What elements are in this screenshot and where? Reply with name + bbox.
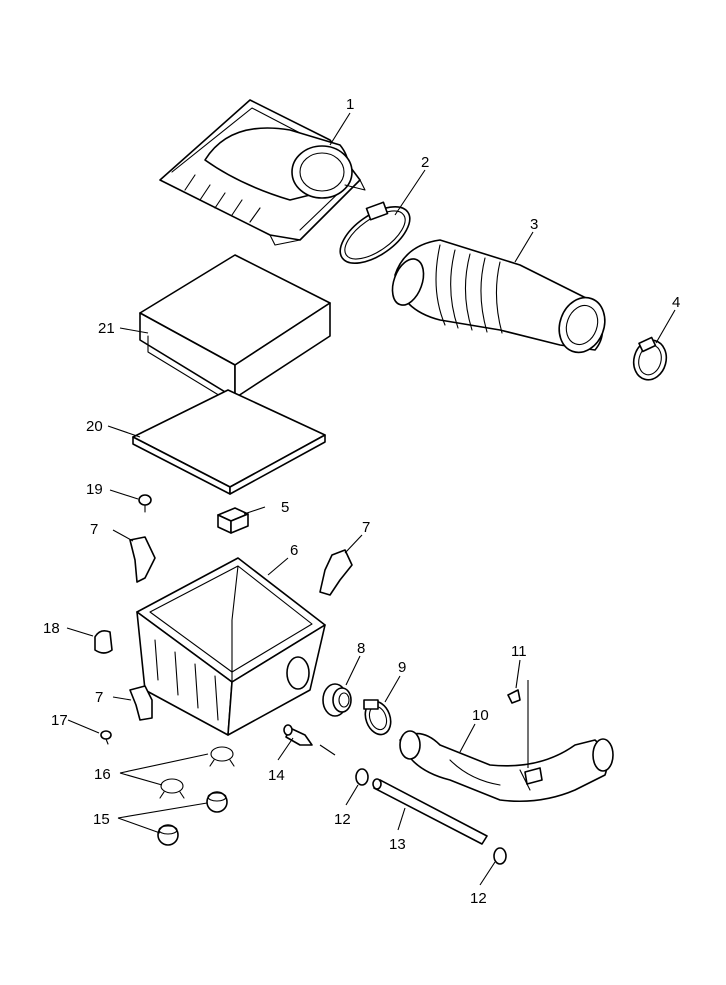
part-15-cap-upper (206, 791, 228, 813)
part-16-wire-clip-upper (209, 746, 235, 767)
callout-18: 18 (43, 620, 60, 637)
callout-5: 5 (281, 499, 289, 516)
callout-7-right-top: 7 (362, 519, 370, 536)
part-3-bellows-hose (391, 239, 606, 354)
leader-lines (66, 112, 676, 886)
part-16-wire-clip-lower (159, 778, 185, 799)
callout-7-left-top: 7 (90, 521, 98, 538)
callout-13: 13 (389, 836, 406, 853)
part-7-bracket-right-top (319, 549, 353, 596)
callout-16: 16 (94, 766, 111, 783)
part-2-hose-clamp (339, 201, 411, 264)
callout-17: 17 (51, 712, 68, 729)
part-5-foam-block (217, 507, 249, 534)
callout-20: 20 (86, 418, 103, 435)
callout-2: 2 (421, 154, 429, 171)
part-1-air-cleaner-cover (159, 99, 366, 246)
part-4-small-clamp (632, 336, 668, 381)
part-19-screw (138, 494, 152, 513)
callout-11: 11 (511, 643, 527, 660)
callout-6: 6 (290, 542, 298, 559)
part-7-bracket-bottom (129, 685, 153, 721)
part-8-grommet (322, 683, 352, 717)
part-10-intake-tube (399, 730, 614, 803)
part-15-cap-lower (157, 824, 179, 846)
part-9-clamp (363, 699, 392, 736)
part-11-screw (507, 689, 521, 704)
callout-15: 15 (93, 811, 110, 828)
part-14-fitting (283, 724, 313, 746)
callout-10: 10 (472, 707, 489, 724)
part-12-clamp-upper (355, 768, 369, 786)
callout-21: 21 (98, 320, 115, 337)
part-18-clip (94, 630, 113, 654)
callout-14: 14 (268, 767, 285, 784)
callout-12-upper: 12 (334, 811, 351, 828)
callout-4: 4 (672, 294, 680, 311)
callouts: 1 2 3 4 5 6 7 7 7 8 9 10 11 12 12 13 14 … (43, 96, 680, 907)
part-17-screw (100, 730, 112, 745)
callout-8: 8 (357, 640, 365, 657)
callout-1: 1 (346, 96, 354, 113)
part-7-bracket-left-top (129, 536, 156, 583)
callout-7-bottom: 7 (95, 689, 103, 706)
part-12-clamp-lower (493, 847, 507, 865)
callout-9: 9 (398, 659, 406, 676)
part-6-air-cleaner-housing (136, 557, 326, 736)
part-20-pre-filter-pad (132, 389, 326, 495)
callout-19: 19 (86, 481, 103, 498)
callout-12-lower: 12 (470, 890, 487, 907)
part-21-filter-element (139, 254, 331, 406)
part-13-drain-tube (372, 778, 488, 845)
callout-3: 3 (530, 216, 538, 233)
